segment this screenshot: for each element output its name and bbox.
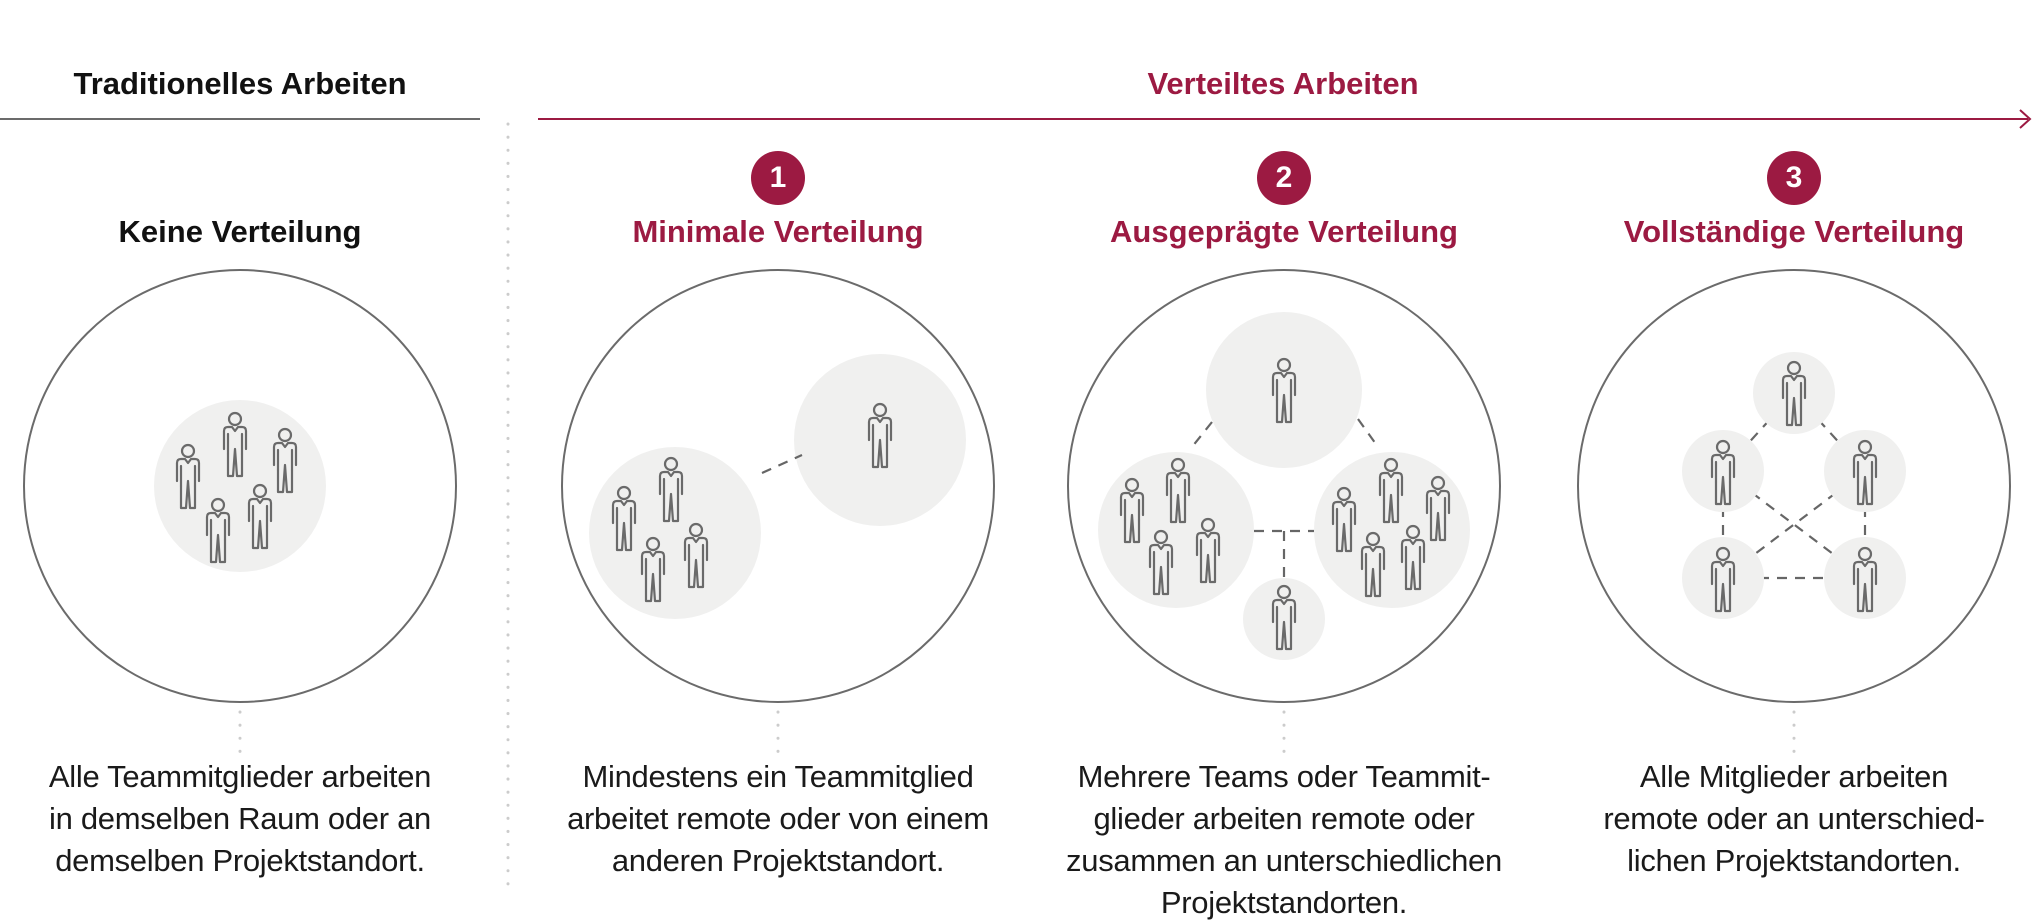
column-description-full-distribution: Alle Mitglieder arbeiten remote oder an … bbox=[1544, 756, 2032, 882]
description-line: remote oder an unterschied- bbox=[1603, 801, 1985, 836]
distributed-work-heading: Verteiltes Arbeiten bbox=[1147, 66, 1419, 101]
description-line: in demselben Raum oder an bbox=[49, 801, 431, 836]
traditional-work-heading: Traditionelles Arbeiten bbox=[73, 66, 407, 101]
column-title-no-distribution: Keine Verteilung bbox=[118, 214, 362, 249]
step-badge-1: 1 bbox=[751, 151, 805, 205]
cluster-plus-remote-person-icon bbox=[561, 269, 995, 703]
description-line: Alle Teammitglieder arbeiten bbox=[48, 759, 432, 794]
multiple-teams-network-icon bbox=[1067, 269, 1501, 703]
description-line: lichen Projektstandorten. bbox=[1627, 843, 1961, 878]
description-line: Mehrere Teams oder Teammit- bbox=[1077, 759, 1491, 794]
description-line: Projektstandorten. bbox=[1160, 885, 1408, 920]
column-title-minimal-distribution: Minimale Verteilung bbox=[632, 214, 924, 249]
column-description-minimal-distribution: Mindestens ein Teammitglied arbeitet rem… bbox=[528, 756, 1028, 882]
description-line: demselben Projektstandort. bbox=[55, 843, 425, 878]
description-line: Alle Mitglieder arbeiten bbox=[1639, 759, 1949, 794]
column-title-full-distribution: Vollständige Verteilung bbox=[1623, 214, 1965, 249]
description-line: arbeitet remote oder von einem bbox=[567, 801, 989, 836]
step-badge-2: 2 bbox=[1257, 151, 1311, 205]
column-description-pronounced-distribution: Mehrere Teams oder Teammit- glieder arbe… bbox=[1034, 756, 1534, 924]
arrow-head-icon bbox=[2019, 109, 2032, 129]
description-line: anderen Projektstandort. bbox=[611, 843, 945, 878]
column-title-pronounced-distribution: Ausgeprägte Verteilung bbox=[1110, 214, 1458, 249]
description-line: Mindestens ein Teammitglied bbox=[582, 759, 974, 794]
description-line: zusammen an unterschiedlichen bbox=[1066, 843, 1502, 878]
single-cluster-of-people-icon bbox=[23, 269, 457, 703]
step-badge-3: 3 bbox=[1767, 151, 1821, 205]
fully-distributed-network-icon bbox=[1577, 269, 2011, 703]
description-line: glieder arbeiten remote oder bbox=[1093, 801, 1475, 836]
column-description-no-distribution: Alle Teammitglieder arbeiten in demselbe… bbox=[0, 756, 490, 882]
